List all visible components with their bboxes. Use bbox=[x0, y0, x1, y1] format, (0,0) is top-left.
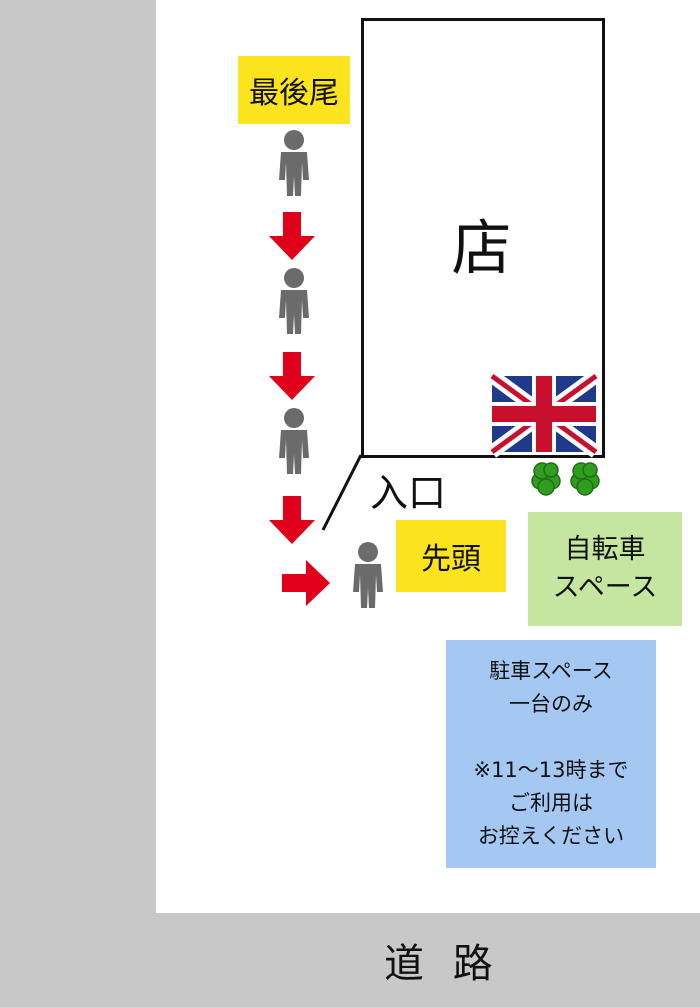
person-icon bbox=[279, 408, 309, 474]
parking-line5: お控えください bbox=[477, 824, 625, 848]
queue-last-label: 最後尾 bbox=[238, 56, 350, 124]
bicycle-space-line2: スペース bbox=[552, 572, 658, 603]
road-label: 道 路 bbox=[384, 941, 501, 987]
parking-line4: ご利用は bbox=[509, 791, 593, 815]
union-jack-flag-icon bbox=[487, 370, 601, 458]
parking-line3: ※11～13時まで bbox=[473, 758, 629, 782]
road-left bbox=[0, 0, 156, 1007]
arrow-down-icon bbox=[269, 352, 315, 400]
parking-space: 駐車スペース 一台のみ ※11～13時まで ご利用は お控えください bbox=[446, 640, 656, 868]
bush-icon bbox=[531, 462, 561, 496]
store-label: 店 bbox=[451, 214, 512, 284]
person-icon bbox=[279, 130, 309, 196]
queue-first-label: 先頭 bbox=[396, 520, 506, 592]
arrow-down-icon bbox=[269, 496, 315, 544]
entrance-door-line bbox=[321, 454, 363, 531]
bicycle-space-line1: 自転車 bbox=[564, 534, 646, 565]
person-icon bbox=[353, 542, 383, 608]
arrow-right-icon bbox=[282, 560, 330, 606]
parking-line1: 駐車スペース bbox=[489, 659, 613, 683]
arrow-down-icon bbox=[269, 212, 315, 260]
bicycle-space: 自転車 スペース bbox=[528, 512, 682, 626]
bush-icon bbox=[570, 462, 600, 496]
parking-line2: 一台のみ bbox=[509, 692, 593, 716]
person-icon bbox=[279, 268, 309, 334]
entrance-label: 入口 bbox=[370, 471, 447, 515]
road-bottom bbox=[0, 913, 700, 1007]
